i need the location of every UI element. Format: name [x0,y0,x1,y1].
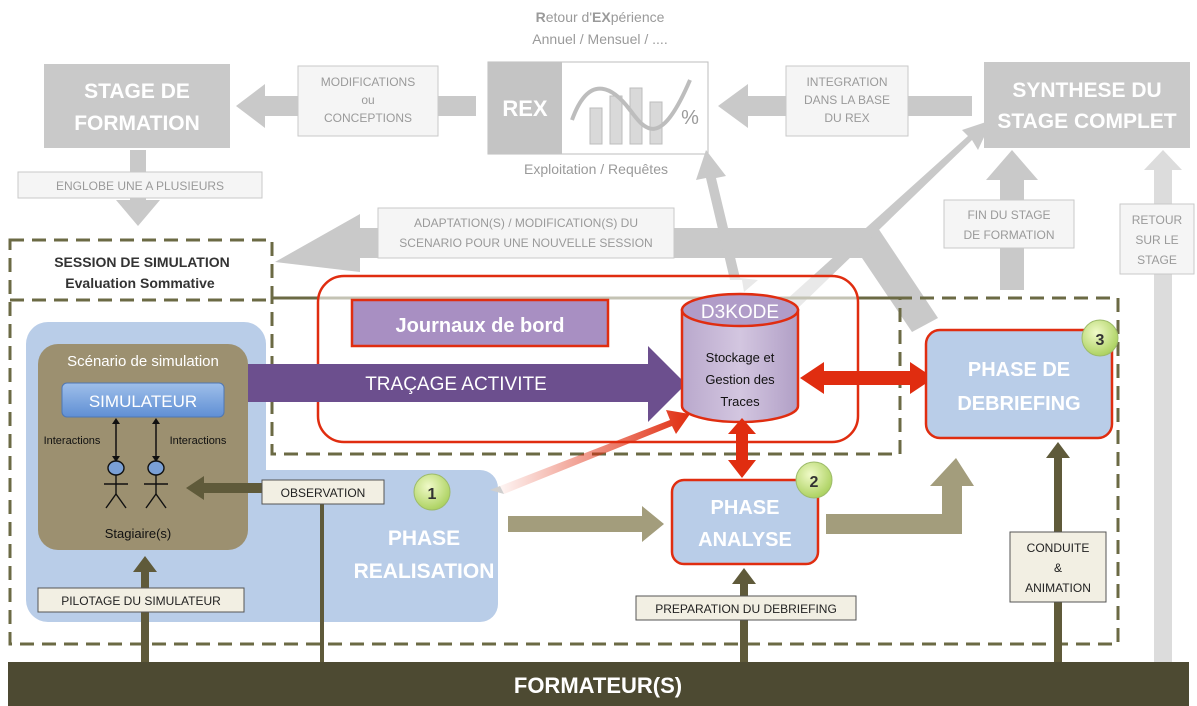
stage-formation-line-2: FORMATION [74,112,200,135]
retour-line-2: SUR LE [1135,233,1178,247]
preparation-label: PREPARATION DU DEBRIEFING [635,595,857,621]
arrow-d3kode-debriefing [800,362,934,394]
arrow-d3kode-analyse [728,418,756,478]
svg-text:Retour d'EXpérience: Retour d'EXpérience [536,9,665,25]
integration-line-2: DANS LA BASE [804,93,890,107]
rex-title-mid-1: etour d' [546,9,592,25]
formateurs-text: FORMATEUR(S) [514,673,682,698]
pilotage-label: PILOTAGE DU SIMULATEUR [37,587,245,613]
arrow-d3kode-realisation [500,410,690,494]
conduite-label: CONDUITE & ANIMATION [1009,531,1107,603]
arrow-analyse-debriefing [826,458,974,534]
formateurs-bar: FORMATEUR(S) [8,662,1189,706]
arrow-tracage [248,346,686,422]
pilotage-text: PILOTAGE DU SIMULATEUR [61,594,221,608]
rex-chart-icon [570,79,692,145]
fin-stage-line-1: FIN DU STAGE [967,208,1050,222]
arrow-d3kode-rex [696,150,758,292]
modifications-line-1: MODIFICATIONS [321,75,415,89]
session-title-block: SESSION DE SIMULATION Evaluation Sommati… [54,254,230,291]
d3kode-cylinder: D3KODE Stockage et Gestion des Traces [680,292,800,424]
rex-title-bold-1: R [536,9,546,25]
rex-box: REX % Exploitation / Requêtes [487,61,709,177]
badge-1-number: 1 [428,486,437,503]
journaux-title: Journaux de bord [396,315,565,337]
modifications-line-2: ou [361,93,374,107]
badge-3-number: 3 [1096,332,1105,349]
phase-analyse-line-2: ANALYSE [698,529,792,551]
stage-formation-line-1: STAGE DE [84,80,190,103]
retour-stage-label: RETOUR SUR LE STAGE [1119,203,1195,275]
rex-percent: % [681,107,699,129]
interactions-right-label: Interactions [170,435,227,447]
observation-text: OBSERVATION [281,486,366,500]
journaux-title-box: Journaux de bord [350,298,610,348]
rex-title-bold-2: EX [592,9,611,25]
rex-title-mid-2: périence [611,9,665,25]
phase-debriefing-box: PHASE DE DEBRIEFING [924,328,1114,440]
tracage-label: TRAÇAGE ACTIVITE [365,374,547,395]
englobe-text: ENGLOBE UNE A PLUSIEURS [56,179,224,193]
modifications-label: MODIFICATIONS ou CONCEPTIONS [297,65,439,137]
session-dashed-border [8,238,1120,646]
observation-label: OBSERVATION [261,479,385,505]
fin-stage-label: FIN DU STAGE DE FORMATION [943,199,1075,249]
stage-formation-box: STAGE DE FORMATION [44,64,230,148]
fin-stage-line-2: DE FORMATION [963,228,1054,242]
interactions-left-label: Interactions [44,435,101,447]
scenario-title: Scénario de simulation [67,353,219,370]
trainee-figure-2 [144,460,168,509]
badge-1: 1 [413,473,451,511]
d3kode-title: D3KODE [701,302,779,323]
rex-subtitle: Annuel / Mensuel / .... [532,31,667,47]
d3kode-line-2: Gestion des [705,372,775,387]
conduite-line-3: ANIMATION [1025,581,1091,595]
rex-label: REX [502,96,548,121]
badge-3: 3 [1081,319,1119,357]
scenario-box: Scénario de simulation SIMULATEUR Intera… [38,344,248,550]
adaptation-label: ADAPTATION(S) / MODIFICATION(S) DU SCENA… [377,207,675,259]
stagiaires-label: Stagiaire(s) [105,526,171,541]
adaptation-line-2: SCENARIO POUR UNE NOUVELLE SESSION [399,236,652,250]
retour-line-3: STAGE [1137,253,1177,267]
integration-line-1: INTEGRATION [806,75,887,89]
simulateur-label: SIMULATEUR [89,392,197,411]
synthese-line-2: STAGE COMPLET [997,110,1176,133]
englobe-label: ENGLOBE UNE A PLUSIEURS [17,171,263,199]
phase-debriefing-line-2: DEBRIEFING [957,393,1080,415]
integration-line-3: DU REX [824,111,869,125]
synthese-box: SYNTHESE DU STAGE COMPLET [984,62,1190,148]
badge-2-number: 2 [810,474,819,491]
session-subtitle: Evaluation Sommative [65,275,215,291]
arrow-d3kode-synthese [786,120,992,310]
adaptation-line-1: ADAPTATION(S) / MODIFICATION(S) DU [414,216,638,230]
rex-title: Retour d'EXpérience Annuel / Mensuel / .… [532,9,667,47]
phase-debriefing-line-1: PHASE DE [968,359,1070,381]
integration-label: INTEGRATION DANS LA BASE DU REX [785,65,909,137]
phase-analyse-box: PHASE ANALYSE [670,478,820,566]
arrow-realisation-analyse [508,506,664,542]
arrow-retour-stage-up [1144,150,1182,670]
conduite-line-2: & [1054,561,1062,575]
phase-analyse-line-1: PHASE [711,497,780,519]
phase-realisation-line-1: PHASE [388,527,460,550]
modifications-line-3: CONCEPTIONS [324,111,412,125]
rex-caption: Exploitation / Requêtes [524,161,668,177]
retour-line-1: RETOUR [1132,213,1183,227]
d3kode-line-1: Stockage et [706,350,775,365]
trainee-figure-1 [104,460,128,509]
badge-2: 2 [795,461,833,499]
d3kode-line-3: Traces [720,394,760,409]
phase-realisation-line-2: REALISATION [354,560,495,583]
arrow-observation [186,476,322,500]
session-title: SESSION DE SIMULATION [54,254,230,270]
preparation-text: PREPARATION DU DEBRIEFING [655,602,837,616]
conduite-line-1: CONDUITE [1027,541,1090,555]
synthese-line-1: SYNTHESE DU [1012,79,1161,102]
